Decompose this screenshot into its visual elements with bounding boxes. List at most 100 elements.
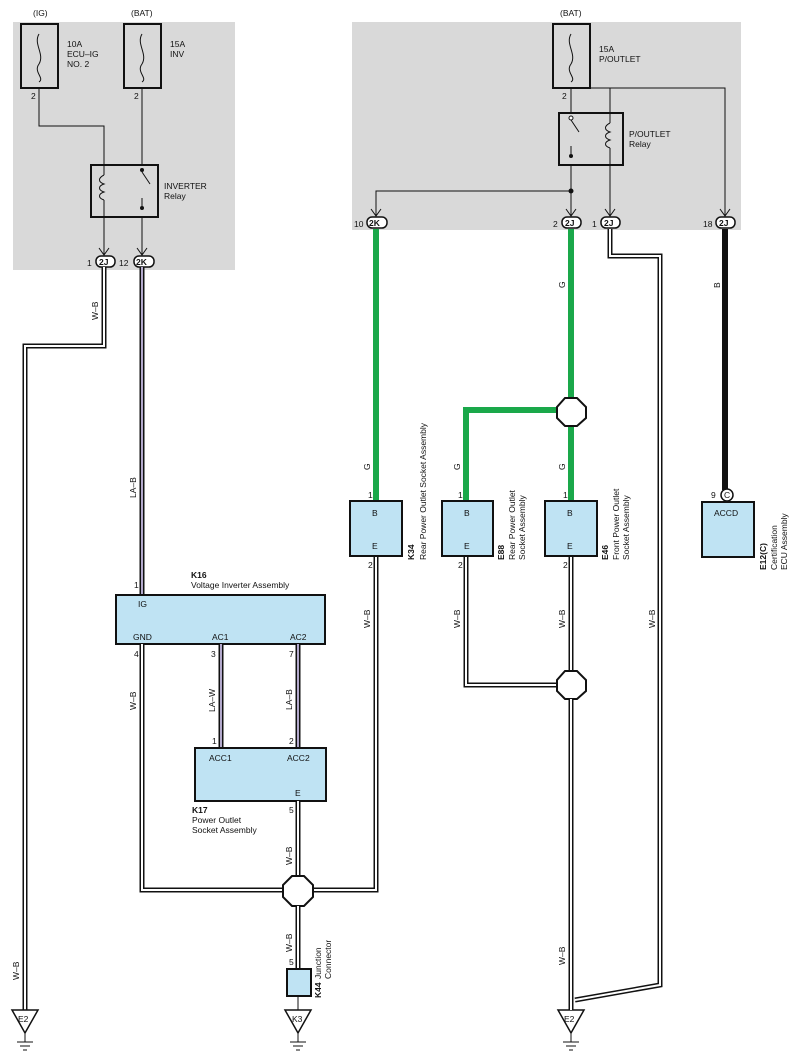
e88-name: Rear Power Outlet	[507, 489, 517, 560]
e88-pin-b-num: 1	[458, 490, 463, 500]
wire-wb-k16-gnd	[139, 644, 288, 893]
e46-front-power-outlet-socket: 1 B E 2 E46 Front Power Outlet Socket As…	[544, 488, 631, 570]
wire-label-g-3: G	[452, 463, 462, 470]
fuse-inv-name: INV	[170, 49, 185, 59]
k34-pin-b-num: 1	[368, 490, 373, 500]
k34-pin-e: E	[372, 541, 378, 551]
k17-name: Power Outlet	[192, 815, 242, 825]
poutlet-relay-label2: Relay	[629, 139, 651, 149]
e12-pin-accd: ACCD	[714, 508, 738, 518]
k16-code: K16	[191, 570, 207, 580]
e46-pin-b-num: 1	[563, 490, 568, 500]
fuse-inv-supply-label: (BAT)	[131, 8, 153, 18]
wire-label-wb-5: W–B	[362, 609, 372, 628]
connector-2j-right-a: 2J 2	[553, 208, 582, 229]
connector-2j-left: 2J 1	[87, 247, 116, 268]
wire-fuse-to-18-2j	[574, 87, 726, 215]
connector-2j-right-c: 2J 18	[703, 208, 736, 229]
k44-name: Junction	[313, 947, 323, 979]
fuse-ig-name2: NO. 2	[67, 59, 89, 69]
wire-label-g-2: G	[362, 463, 372, 470]
inverter-relay: INVERTER Relay	[90, 164, 207, 218]
wire-wb-k34-e	[312, 557, 379, 893]
splice-point-1	[282, 875, 314, 907]
connector-2k-left: 2K 12	[119, 247, 155, 268]
ground-e2-right: E2	[556, 1009, 586, 1051]
k16-pin-ig-num: 1	[134, 580, 139, 590]
wire-green-e88	[463, 407, 557, 500]
wire-wb-relay-ground	[574, 229, 663, 1003]
inverter-relay-label2: Relay	[164, 191, 186, 201]
e46-code: E46	[600, 545, 610, 560]
ground-e2-left: E2	[10, 1009, 40, 1051]
connector-2k-right-code: 2K	[369, 218, 381, 228]
connector-2k-pin: 12	[119, 258, 129, 268]
k44-code: K44	[313, 982, 323, 998]
k16-pin-ac1: AC1	[212, 632, 229, 642]
k44-pin-num: 5	[289, 957, 294, 967]
connector-2j-c-code: 2J	[719, 218, 729, 228]
e46-pin-e: E	[567, 541, 573, 551]
connector-2k-right: 2K 10	[354, 208, 388, 229]
connector-2j-a-pin: 2	[553, 219, 558, 229]
e88-pin-e: E	[464, 541, 470, 551]
e88-code: E88	[496, 545, 506, 560]
k34-name: Rear Power Outlet Socket Assembly	[418, 422, 428, 560]
connector-2j-a-code: 2J	[565, 218, 575, 228]
poutlet-relay-label: P/OUTLET	[629, 129, 671, 139]
e12-name: Certification	[769, 525, 779, 570]
fuse-inv-rating: 15A	[170, 39, 185, 49]
k34-pin-b: B	[372, 508, 378, 518]
wire-label-lab-2: LA–B	[284, 689, 294, 710]
fuse-ig-name: ECU–IG	[67, 49, 99, 59]
e46-name: Front Power Outlet	[611, 488, 621, 560]
k16-voltage-inverter: K16 Voltage Inverter Assembly 1 IG GND A…	[115, 570, 326, 659]
e12-certification-ecu: 9 C ACCD E12(C) Certification ECU Assemb…	[701, 488, 789, 570]
fuse-poutlet-supply-label: (BAT)	[560, 8, 582, 18]
k17-code: K17	[192, 805, 208, 815]
e46-name2: Socket Assembly	[621, 495, 631, 560]
k16-pin-ac2-num: 7	[289, 649, 294, 659]
wire-label-wb-2: W–B	[11, 961, 21, 980]
k16-pin-gnd: GND	[133, 632, 152, 642]
k17-pin-e-num: 5	[289, 805, 294, 815]
ground-e2-right-label: E2	[564, 1014, 575, 1024]
fuse-poutlet-rating: 15A	[599, 44, 614, 54]
k17-name2: Socket Assembly	[192, 825, 257, 835]
wire-label-law: LA–W	[207, 689, 217, 712]
k34-pin-e-num: 2	[368, 560, 373, 570]
wire-ig-to-relay	[38, 88, 105, 165]
ground-k3-label: K3	[292, 1014, 303, 1024]
k17-pin-acc1-num: 1	[212, 736, 217, 746]
k16-name: Voltage Inverter Assembly	[191, 580, 290, 590]
ground-k3: K3	[283, 1009, 313, 1051]
wire-label-wb-8: W–B	[557, 609, 567, 628]
e88-pin-e-num: 2	[458, 560, 463, 570]
connector-2j-pin: 1	[87, 258, 92, 268]
connector-2k-code: 2K	[136, 257, 148, 267]
splice-point-2	[556, 670, 587, 700]
k17-power-outlet-socket: 1 2 ACC1 ACC2 E 5 K17 Power Outlet Socke…	[192, 736, 327, 835]
wire-label-b: B	[712, 282, 722, 288]
k34-rear-power-outlet-socket: 1 B E 2 K34 Rear Power Outlet Socket Ass…	[349, 422, 428, 570]
k16-pin-ig: IG	[138, 599, 147, 609]
connector-2j-right-b: 2J 1	[592, 208, 621, 229]
e12-pin-num: 9	[711, 490, 716, 500]
wire-label-wb-6: W–B	[284, 933, 294, 952]
fuse-ig-rating: 10A	[67, 39, 82, 49]
right-junction-block	[352, 22, 741, 230]
k17-pin-acc2: ACC2	[287, 753, 310, 763]
k16-pin-ac2: AC2	[290, 632, 307, 642]
wire-label-g-1: G	[557, 281, 567, 288]
k17-pin-e: E	[295, 788, 301, 798]
wire-label-wb-1: W–B	[90, 301, 100, 320]
k44-junction-connector: 5 K44 Junction Connector	[286, 940, 333, 998]
k16-pin-ac1-num: 3	[211, 649, 216, 659]
e12-code: E12(C)	[758, 543, 768, 570]
wire-label-wb-10: W–B	[647, 609, 657, 628]
e88-name2: Socket Assembly	[517, 495, 527, 560]
connector-2j-b-code: 2J	[604, 218, 614, 228]
wire-label-g-4: G	[557, 463, 567, 470]
fuse-inv-pin: 2	[134, 91, 139, 101]
